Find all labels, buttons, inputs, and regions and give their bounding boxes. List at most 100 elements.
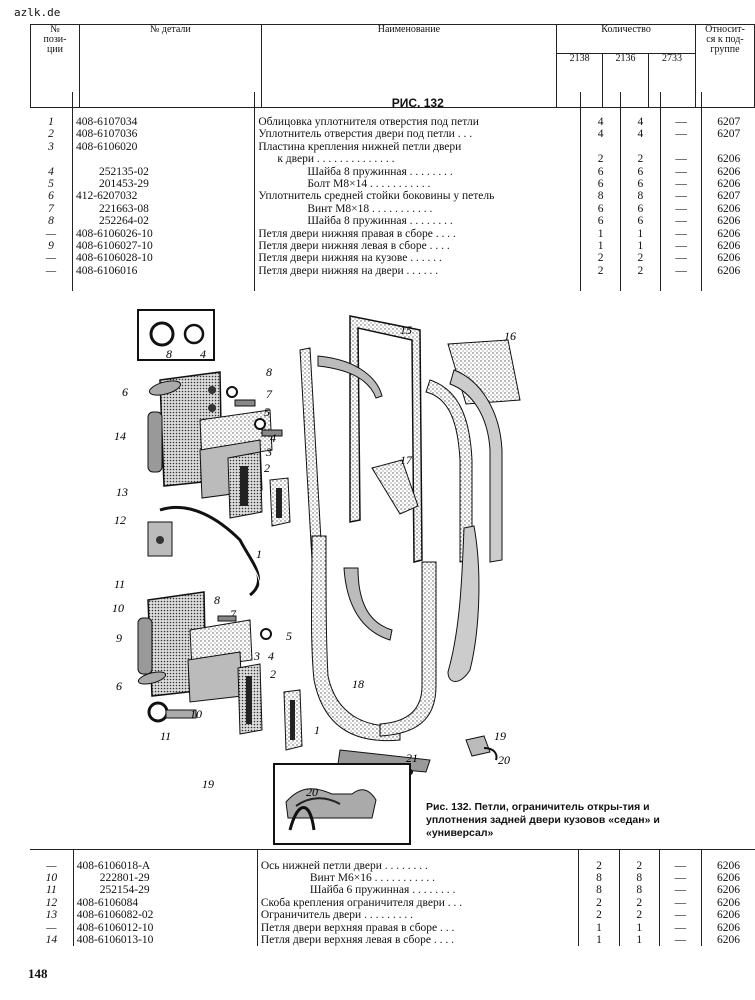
figure-caption: Рис. 132. Петли, ограничитель откры-тия … [426, 801, 660, 839]
pos-cell: — [45, 252, 57, 265]
label-21: 21 [406, 751, 418, 765]
label-3a: 3 [265, 445, 272, 459]
label-2a: 2 [264, 461, 270, 475]
group-cell: 6206 [701, 202, 755, 216]
part-number-cell: 408-6107036 [72, 128, 255, 141]
group-cell: 6206 [700, 896, 755, 910]
label-11b: 11 [160, 729, 171, 743]
qty-2136-cell: 2 [618, 859, 660, 872]
name-cell: Шайба 6 пружинная . . . . . . . . [256, 884, 579, 897]
qty-2733-cell: — [659, 178, 702, 191]
label-2b: 2 [270, 667, 276, 681]
group-cell: 6206 [700, 859, 755, 872]
door-seals: 15 16 17 18 [299, 315, 521, 742]
group-cell: 6206 [700, 909, 755, 922]
name-cell: Болт М8×14 . . . . . . . . . . . [254, 178, 581, 191]
name-cell: Уплотнитель отверстия двери под петли . … [254, 128, 581, 141]
qty-2136-cell: 6 [619, 178, 661, 191]
qty-2136-cell: 2 [618, 909, 660, 922]
name-cell: Петля двери нижняя правая в сборе . . . … [254, 227, 581, 241]
pos-cell: — [45, 264, 57, 277]
qty-2138-cell: 4 [580, 128, 621, 141]
name-cell: Петля двери верхняя левая в сборе . . . … [256, 933, 579, 947]
pos-cell: 1 [48, 116, 54, 128]
label-13: 13 [116, 485, 128, 499]
qty-2136-cell: 6 [619, 202, 661, 216]
qty-2138-cell: 2 [580, 252, 621, 265]
label-8c: 8 [214, 593, 220, 607]
qty-2138-cell: 2 [580, 264, 621, 278]
figure-title: РИС. 132 [391, 96, 444, 111]
part-number-cell: 252135-02 [72, 165, 255, 179]
qty-2136-cell: 2 [619, 153, 661, 166]
label-19b: 19 [202, 777, 214, 791]
label-8a: 8 [166, 347, 172, 361]
qty-2733-cell: — [659, 153, 702, 166]
label-4b: 4 [270, 431, 276, 445]
part-number-cell: 408-6106082-02 [72, 909, 258, 922]
name-cell: Пластина крепления нижней петли двери [254, 140, 581, 154]
part-number-cell [72, 153, 255, 166]
label-1b: 1 [314, 723, 320, 737]
qty-2733-cell: — [658, 921, 702, 934]
qty-2136-cell: 4 [619, 116, 661, 129]
pos-cell: 12 [45, 896, 58, 909]
pos-cell [30, 153, 73, 165]
group-cell: 6206 [700, 933, 755, 947]
label-7a: 7 [266, 387, 273, 401]
qty-2733-cell: — [659, 240, 702, 253]
qty-2136-cell: 8 [618, 884, 660, 897]
pos-cell: 5 [48, 178, 54, 191]
pos-cell: 13 [45, 909, 58, 922]
qty-2136-cell: 1 [618, 933, 660, 947]
pos-cell: 9 [48, 240, 54, 253]
name-cell: Винт М6×16 . . . . . . . . . . . [256, 871, 579, 885]
label-4c: 4 [268, 649, 274, 663]
part-number-cell: 201453-29 [72, 178, 255, 191]
name-cell: Петля двери нижняя на двери . . . . . . [254, 264, 581, 278]
qty-2138-cell: 6 [580, 178, 621, 191]
label-17: 17 [400, 453, 413, 467]
group-cell: 6206 [700, 871, 755, 885]
header-qty: Количество [556, 24, 696, 54]
part-number-cell: 408-6106016 [72, 264, 255, 278]
name-cell: Облицовка уплотнителя отверстия под петл… [254, 116, 581, 129]
group-cell: 6206 [700, 884, 755, 897]
qty-2136-cell: 8 [618, 871, 660, 885]
qty-2136-cell: 2 [618, 896, 660, 910]
pos-cell: — [45, 227, 57, 240]
pos-cell: 11 [46, 884, 57, 897]
qty-2136-cell [619, 140, 661, 154]
name-cell: Шайба 8 пружинная . . . . . . . . [254, 165, 581, 179]
qty-2733-cell: — [658, 933, 702, 947]
qty-2138-cell: 8 [578, 871, 620, 885]
label-18: 18 [352, 677, 364, 691]
qty-2733-cell: — [659, 202, 702, 216]
pos-cell: — [46, 859, 57, 872]
door-limiter: 13 12 11 10 [112, 485, 261, 615]
qty-2733-cell: — [658, 871, 702, 885]
label-20b: 20 [498, 753, 510, 767]
part-number-cell: 252264-02 [72, 215, 255, 228]
qty-2136-cell: 1 [618, 921, 660, 934]
qty-2733-cell: — [659, 264, 702, 278]
pos-cell: 4 [48, 165, 54, 178]
group-cell: 6206 [701, 215, 755, 228]
pos-cell: 7 [48, 202, 54, 215]
group-cell: 6207 [701, 128, 755, 141]
qty-2138-cell: 2 [578, 859, 620, 872]
qty-2733-cell: — [659, 128, 702, 141]
upper-hinge: 6 14 [114, 371, 273, 499]
page-number: 148 [28, 966, 48, 981]
qty-2138-cell: 1 [580, 240, 621, 253]
bottom-parts: 21 20 19 20 19 20 [202, 729, 510, 845]
part-number-cell: 221663-08 [72, 202, 255, 216]
